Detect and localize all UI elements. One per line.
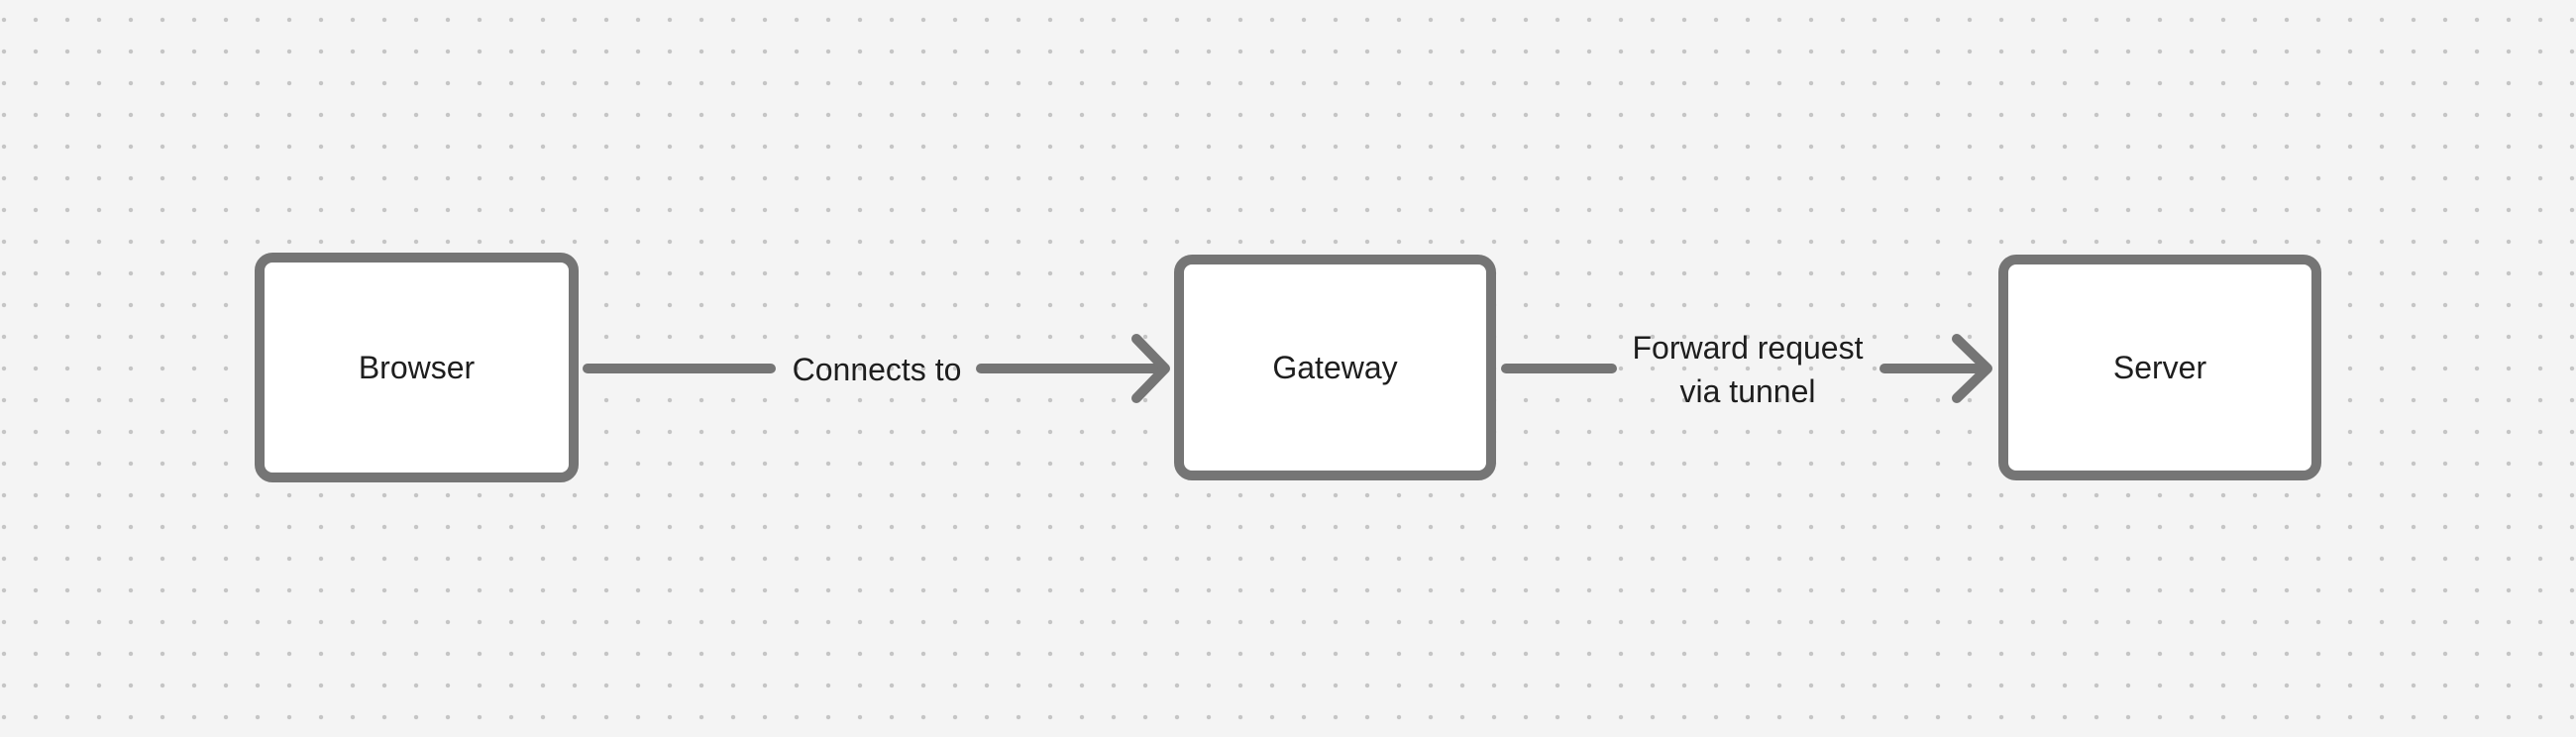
node-browser[interactable]: Browser — [255, 253, 579, 482]
arrowhead-icon — [1131, 334, 1170, 403]
node-server[interactable]: Server — [1998, 255, 2321, 480]
connector-browser-to-gateway[interactable] — [583, 334, 1170, 403]
connector-gateway-to-server[interactable] — [1501, 334, 1992, 403]
node-browser-label: Browser — [358, 349, 476, 385]
arrowhead-icon — [1952, 334, 1992, 403]
connector-label-connects-to[interactable]: Connects to — [792, 352, 962, 387]
node-gateway[interactable]: Gateway — [1174, 255, 1496, 480]
node-gateway-label: Gateway — [1272, 349, 1398, 385]
connector-label-forward-request[interactable]: Forward request via tunnel — [1632, 330, 1864, 409]
node-server-label: Server — [2112, 349, 2207, 385]
